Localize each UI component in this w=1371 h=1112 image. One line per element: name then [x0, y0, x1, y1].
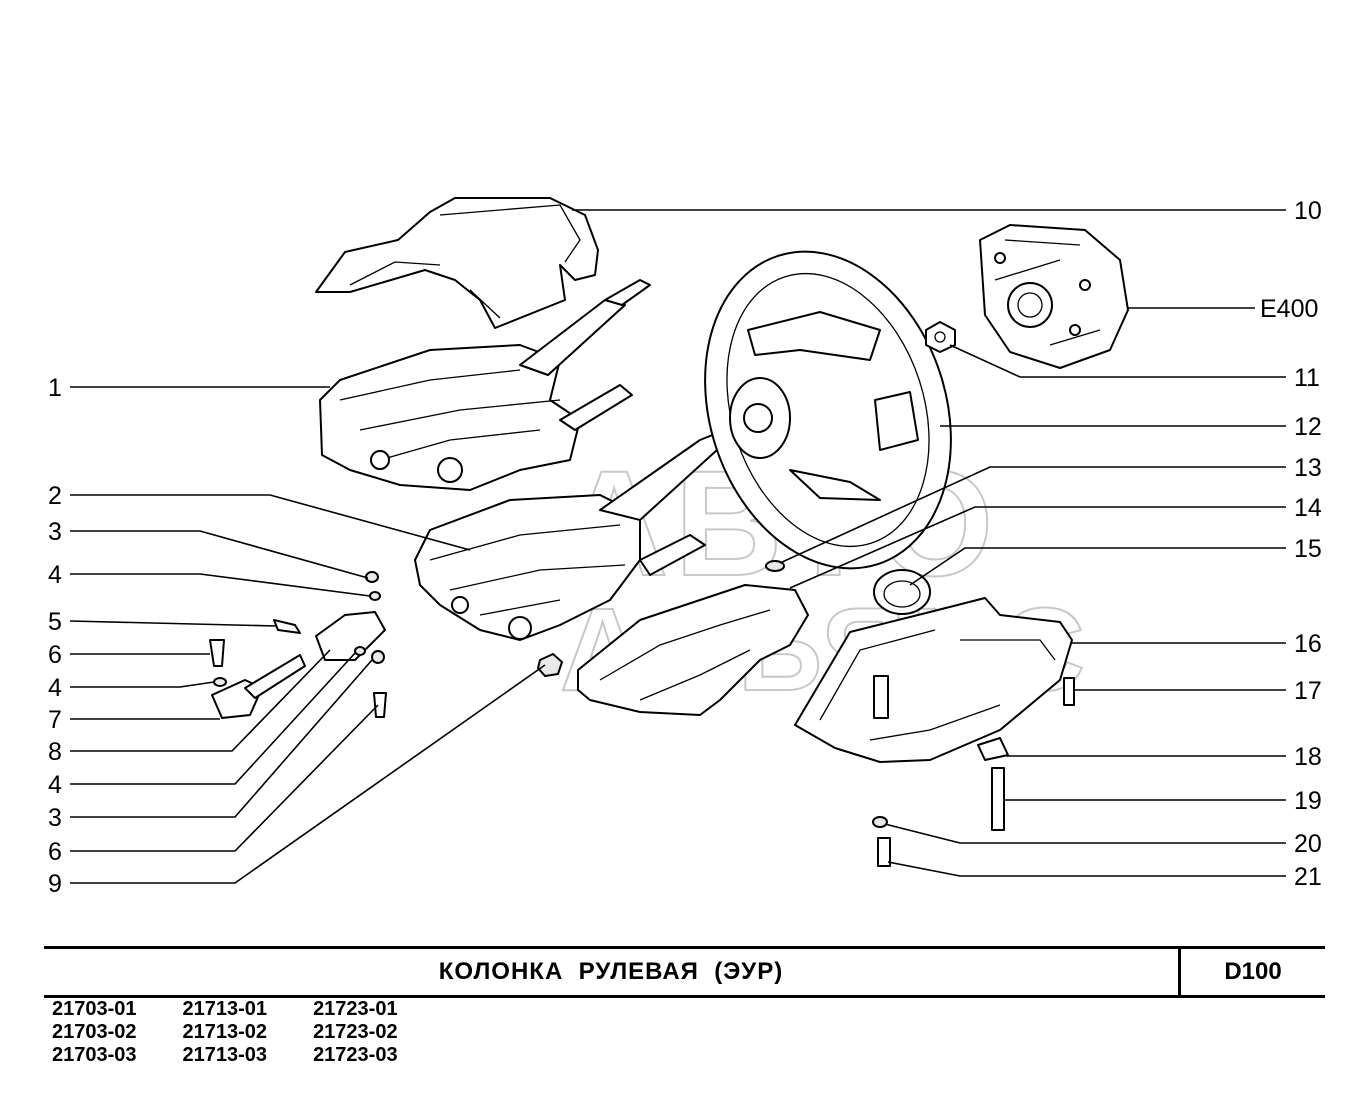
- callout-1: 1: [48, 374, 62, 402]
- lower-shroud-part: [577, 584, 809, 716]
- callout-12: 12: [1294, 413, 1322, 441]
- model-column-3: 21723-01 21723-02 21723-03: [313, 998, 398, 1067]
- model-column-1: 21703-01 21703-02 21703-03: [52, 998, 137, 1067]
- callout-20: 20: [1294, 830, 1322, 858]
- steering-column-lower-part: [414, 424, 749, 641]
- title-block: КОЛОНКА РУЛЕВАЯ (ЭУР) D100: [44, 946, 1325, 998]
- callout-11: 11: [1294, 364, 1320, 392]
- airbag-module-part: [979, 224, 1129, 369]
- callout-3: 3: [48, 518, 62, 546]
- callout-6b: 6: [48, 838, 62, 866]
- steering-column-upper-part: [319, 279, 651, 491]
- callout-9: 9: [48, 870, 62, 898]
- clip-part: [765, 560, 785, 572]
- callout-4b: 4: [48, 674, 62, 702]
- model-code: 21703-02: [52, 1021, 137, 1043]
- callout-7: 7: [48, 706, 62, 734]
- callout-5: 5: [48, 608, 62, 636]
- model-code: 21713-01: [182, 998, 268, 1020]
- callouts-left: 1 2 3 4 5 6 4 7 8 4 3 6 9: [48, 374, 62, 898]
- callout-19: 19: [1294, 787, 1322, 815]
- callout-21: 21: [1294, 863, 1322, 891]
- model-code: 21723-02: [313, 1021, 398, 1043]
- callout-10: 10: [1294, 197, 1322, 225]
- section-code: D100: [1224, 958, 1282, 985]
- callout-4: 4: [48, 561, 62, 589]
- callout-18: 18: [1294, 743, 1322, 771]
- callout-6: 6: [48, 641, 62, 669]
- steering-wheel-part: [704, 250, 952, 570]
- model-code: 21703-03: [52, 1044, 137, 1066]
- model-code: 21723-01: [313, 998, 398, 1020]
- callout-16: 16: [1294, 630, 1322, 658]
- callout-2: 2: [48, 482, 62, 510]
- callout-3b: 3: [48, 804, 62, 832]
- lower-cover-part: [794, 597, 1073, 763]
- nut-part: [925, 321, 956, 353]
- model-code: 21723-03: [313, 1044, 398, 1066]
- model-column-2: 21713-01 21713-02 21713-03: [183, 998, 268, 1067]
- callout-8: 8: [48, 738, 62, 766]
- model-code: 21713-02: [182, 1021, 268, 1043]
- callout-14: 14: [1294, 494, 1322, 522]
- callout-15: 15: [1294, 535, 1322, 563]
- callout-13: 13: [1294, 454, 1322, 482]
- upper-shroud-part: [315, 197, 599, 329]
- callout-17: 17: [1294, 677, 1322, 705]
- page-title: КОЛОНКА РУЛЕВАЯ (ЭУР): [44, 949, 1181, 995]
- leader-lines: [69, 209, 1286, 884]
- model-list: 21703-01 21703-02 21703-03 21713-01 2171…: [52, 998, 398, 1067]
- parts-diagram: АВТО АЛЬЯНС: [48, 197, 1322, 898]
- model-code: 21703-01: [52, 998, 137, 1020]
- callout-e400: E400: [1260, 295, 1318, 323]
- callouts-right: 10 E400 11 12 13 14 15 16 17 18 19 20 21: [1260, 197, 1322, 891]
- model-code: 21713-03: [182, 1044, 268, 1066]
- callout-4c: 4: [48, 771, 62, 799]
- fasteners: [209, 571, 1075, 867]
